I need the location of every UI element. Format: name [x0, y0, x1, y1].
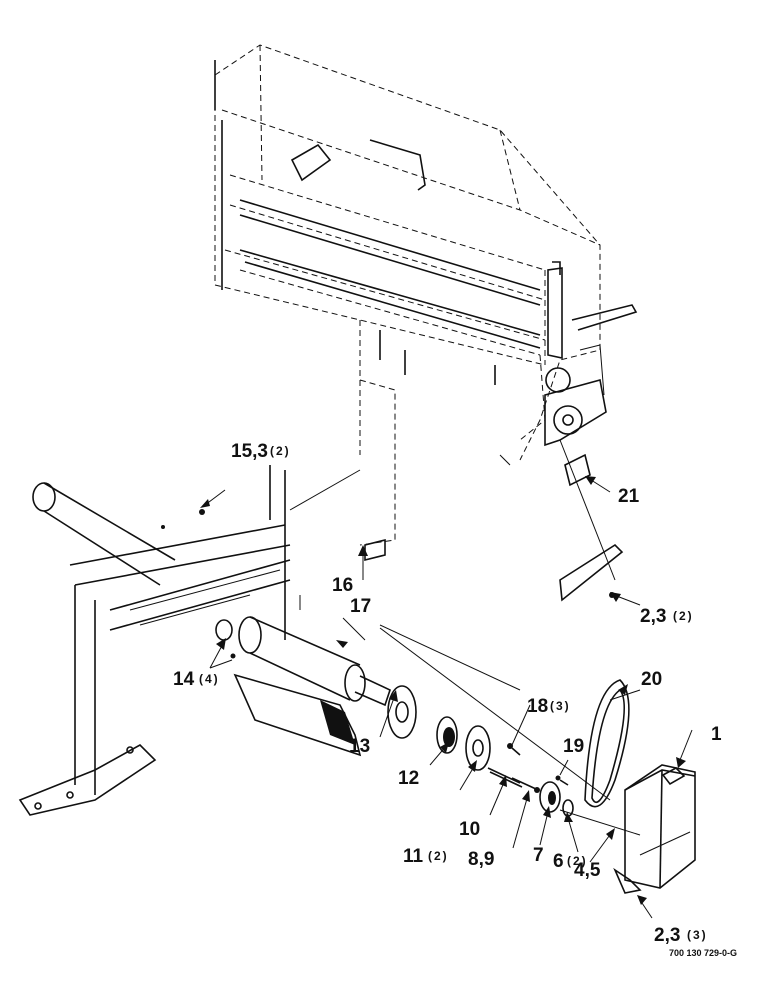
- callout-18-qty: (3): [550, 699, 571, 713]
- roller-shaft-assembly: [238, 616, 641, 836]
- callout-17: 17: [350, 596, 371, 617]
- callout-10: 10: [459, 819, 480, 840]
- drawing-id: 700 130 729-0-G: [669, 948, 737, 958]
- callout-2-3-upper: 2,3: [640, 606, 666, 627]
- callout-18: 18: [527, 696, 548, 717]
- callout-20: 20: [641, 669, 662, 690]
- leader-lines: [200, 469, 693, 919]
- lower-frame: [18, 465, 362, 816]
- callout-16: 16: [332, 575, 353, 596]
- callout-labels: 1 20 18 (3) 19 17 16 15,3 (2) 21 2,3 (2)…: [173, 441, 737, 958]
- callout-13: 13: [349, 736, 370, 757]
- link-and-bracket: [499, 439, 624, 602]
- callout-11-qty: (2): [428, 849, 449, 863]
- callout-4-5: 4,5: [574, 860, 601, 881]
- callout-2-3-lower: 2,3: [654, 925, 680, 946]
- callout-15-3-qty: (2): [270, 444, 291, 458]
- callout-1: 1: [711, 724, 722, 745]
- callout-8-9: 8,9: [468, 849, 494, 870]
- callout-2-3-upper-qty: (2): [673, 609, 694, 623]
- belt-guard: [613, 764, 696, 894]
- callout-6-qty: (2): [567, 854, 588, 868]
- callout-11: 11: [403, 846, 424, 867]
- callout-14-qty: (4): [199, 672, 220, 686]
- upper-housing-assembly: [214, 44, 638, 562]
- callout-14: 14: [173, 669, 195, 690]
- callout-6: 6: [553, 851, 564, 872]
- callout-7: 7: [533, 845, 544, 866]
- callout-12: 12: [398, 768, 419, 789]
- callout-15-3: 15,3: [231, 441, 268, 462]
- callout-19: 19: [563, 736, 584, 757]
- callout-21: 21: [618, 486, 640, 507]
- callout-2-3-lower-qty: (3): [687, 928, 708, 942]
